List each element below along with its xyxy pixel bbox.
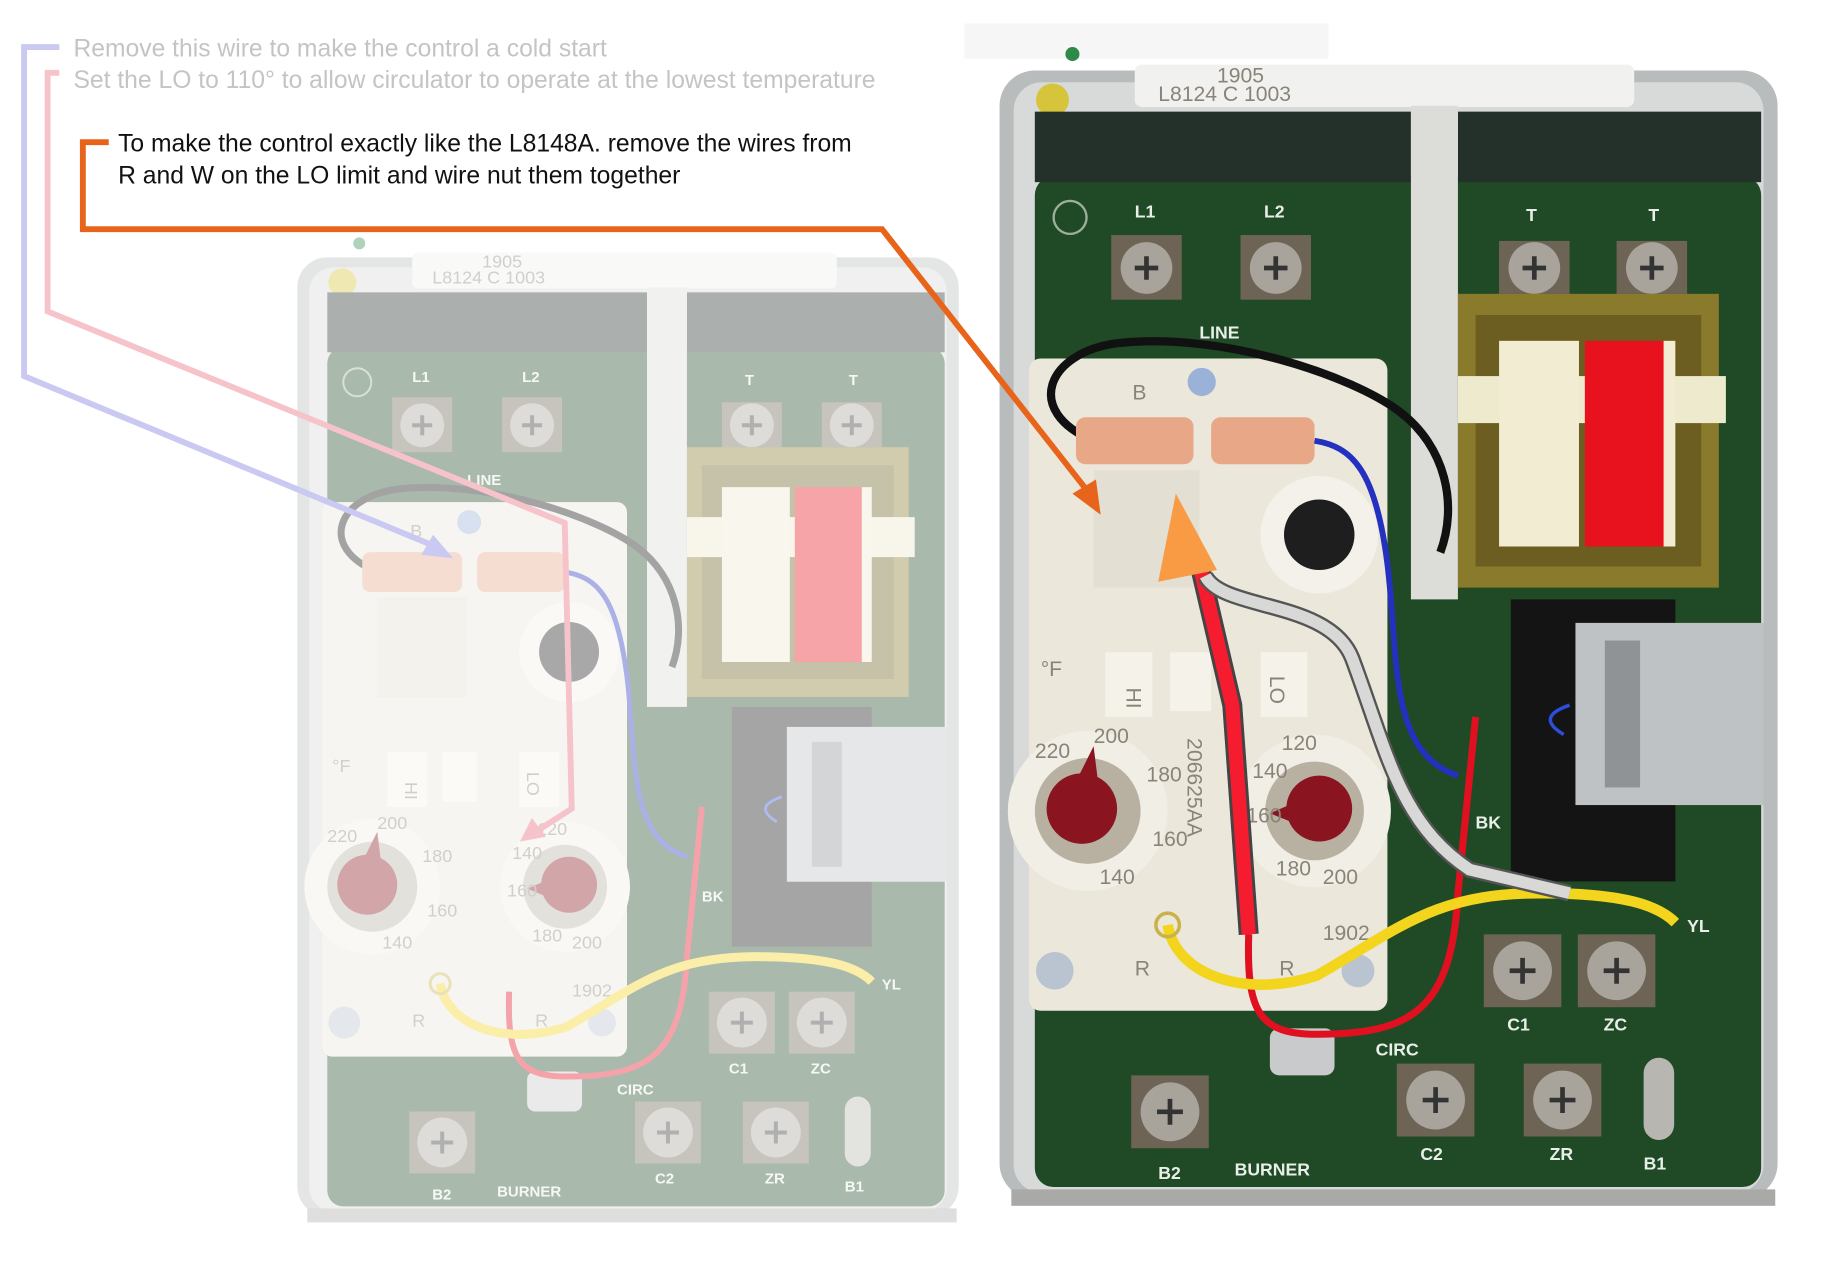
lo-dial-mark: 160: [1246, 805, 1281, 828]
label-c1: C1: [1507, 1015, 1530, 1035]
hi-dial-mark: 220: [1035, 740, 1070, 763]
terminal-t1: [1499, 240, 1570, 294]
l8148a-note-line2: R and W on the LO limit and wire nut the…: [118, 162, 680, 189]
hi-dial-mark: 160: [1152, 828, 1187, 851]
label-b1: B1: [1644, 1153, 1667, 1173]
arrow-head-icon: [520, 817, 546, 842]
arrow-head-icon: [421, 534, 454, 559]
wire-nut: [1211, 417, 1315, 465]
label-1902: 1902: [1323, 922, 1370, 945]
label-b: B: [1132, 382, 1146, 405]
terminal-t2: [1616, 240, 1688, 294]
yellow-wire: [1162, 887, 1680, 990]
hi-dial-mark: 200: [1094, 725, 1129, 748]
faded-before-photo: [297, 237, 958, 1222]
ground-screw: [1036, 83, 1069, 117]
terminal-c2: [1396, 1063, 1475, 1137]
lo-dial-mark: 120: [1282, 732, 1317, 755]
terminal-l2: [1240, 235, 1312, 300]
control-photo: 1905 L8124 C 1003 L1 L2 T T LINE: [999, 47, 1778, 1206]
hi-dial-mark: 180: [1146, 764, 1181, 787]
blue-wire: [1314, 437, 1459, 779]
terminal-l1: [1111, 235, 1182, 300]
up-arrow-icon: [1158, 493, 1217, 582]
terminal-zr: [1523, 1063, 1602, 1137]
terminal-b1: [1643, 1057, 1675, 1141]
label-r2: R: [1279, 957, 1294, 980]
label-hi: HI: [1121, 688, 1144, 709]
terminal-b2: [1131, 1075, 1209, 1149]
black-wire: [1046, 337, 1453, 554]
blue-leader-line: [21, 44, 437, 550]
label-zc: ZC: [1604, 1015, 1628, 1035]
red-wire: [1244, 716, 1480, 1038]
label-yl: YL: [1687, 916, 1710, 936]
cold-start-note: Remove this wire to make the control a c…: [73, 35, 607, 62]
lo-setting-note: Set the LO to 110° to allow circulator t…: [73, 67, 875, 94]
lo-dial-mark: 140: [1252, 760, 1287, 783]
lo-dial-mark: 180: [1276, 858, 1311, 881]
terminal-c1: [1483, 934, 1562, 1008]
hi-limit-dial[interactable]: [1007, 731, 1168, 891]
terminal-zc: [1577, 934, 1656, 1008]
hi-dial-mark: 140: [1099, 866, 1134, 889]
wire-nut: [1075, 417, 1194, 465]
arrow-head-icon: [1072, 479, 1101, 515]
label-t2: T: [1648, 205, 1659, 225]
label-circ: CIRC: [1376, 1039, 1419, 1059]
label-strip: [1134, 64, 1635, 107]
lo-limit-dial[interactable]: [1238, 734, 1391, 888]
label-bk: BK: [1476, 813, 1502, 833]
label-t1: T: [1526, 205, 1537, 225]
transformer: [1457, 293, 1726, 588]
label-burner: BURNER: [1235, 1159, 1311, 1179]
orange-leader-line: [79, 139, 1091, 494]
label-strip-text: L8124 C 1003: [1158, 83, 1291, 106]
pink-leader-line: [44, 69, 575, 835]
lo-dial-mark: 200: [1323, 866, 1358, 889]
part-number: 206625AA: [1183, 738, 1206, 838]
label-line: LINE: [1199, 322, 1239, 342]
label-deg-f: °F: [1041, 658, 1062, 681]
label-r1: R: [1135, 957, 1150, 980]
label-l2: L2: [1264, 201, 1285, 221]
l8148a-note-line1: To make the control exactly like the L81…: [118, 131, 852, 158]
model-code: 1905: [1217, 64, 1264, 87]
label-c2: C2: [1420, 1144, 1443, 1164]
relay-bracket: [1575, 622, 1764, 806]
label-l1: L1: [1135, 201, 1156, 221]
label-zr: ZR: [1550, 1144, 1574, 1164]
label-lo: LO: [1265, 676, 1288, 704]
label-b2: B2: [1158, 1163, 1181, 1183]
